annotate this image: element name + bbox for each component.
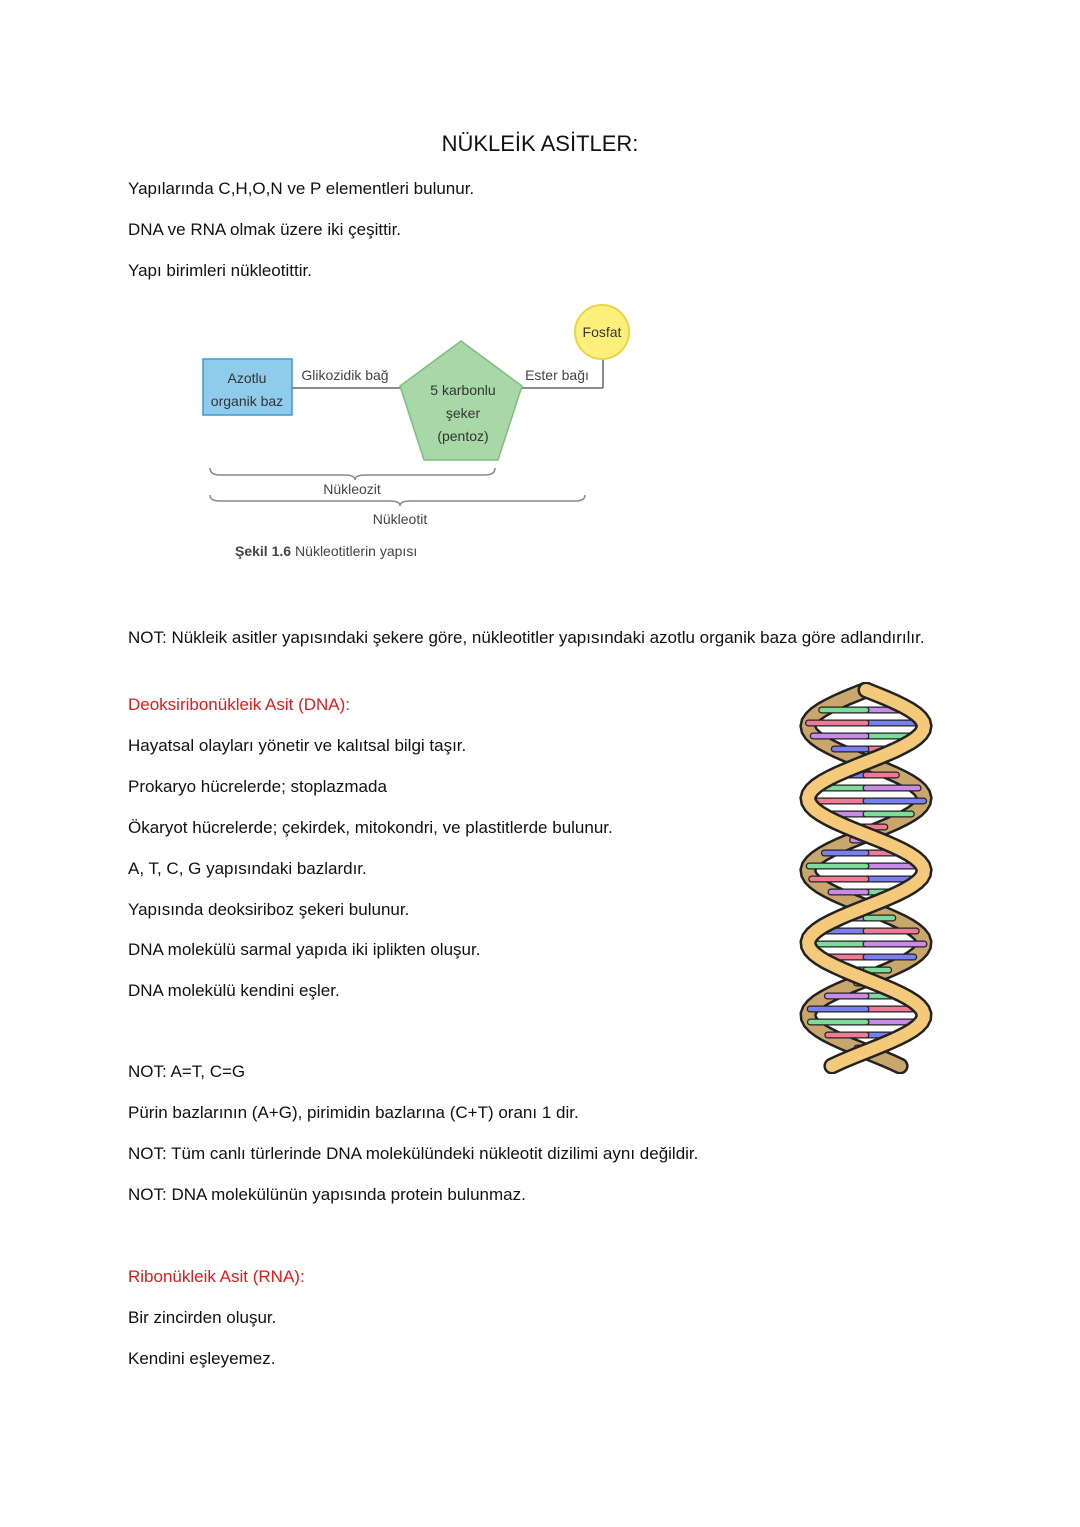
nucleotide-structure-figure: Azotlu organik baz Glikozidik bağ 5 karb… [202, 304, 630, 559]
dna-line: A, T, C, G yapısındaki bazlardır. [128, 859, 367, 878]
dna-line: Yapısında deoksiriboz şekeri bulunur. [128, 900, 410, 919]
dna-heading: Deoksiribonükleik Asit (DNA): [128, 695, 351, 714]
sugar-label: şeker [446, 405, 481, 421]
glycosidic-bond-label: Glikozidik bağ [301, 367, 388, 383]
dna-line: DNA molekülü sarmal yapıda iki iplikten … [128, 940, 481, 959]
dna-line: Hayatsal olayları yönetir ve kalıtsal bi… [128, 736, 467, 755]
base-label: Azotlu [228, 370, 267, 386]
pentose-pentagon [399, 340, 523, 461]
nucleoside-label: Nükleozit [323, 481, 381, 497]
nucleotide-label: Nükleotit [373, 511, 428, 527]
dna-line: Prokaryo hücrelerde; stoplazmada [128, 777, 387, 796]
base-label: organik baz [211, 393, 283, 409]
caption-text: Nükleotitlerin yapısı [295, 543, 417, 559]
dna-line: DNA molekülü kendini eşler. [128, 981, 340, 1000]
caption-bold: Şekil 1.6 [235, 543, 291, 559]
intro-line: Yapı birimleri nükleotittir. [128, 261, 312, 280]
front-strand [801, 684, 931, 1072]
naming-note: NOT: Nükleik asitler yapısındaki şekere … [128, 628, 925, 647]
dna-note: Pürin bazlarının (A+G), pirimidin bazlar… [128, 1103, 579, 1122]
dna-line: Ökaryot hücrelerde; çekirdek, mitokondri… [128, 818, 613, 837]
intro-line: Yapılarında C,H,O,N ve P elementleri bul… [128, 179, 475, 198]
rna-heading: Ribonükleik Asit (RNA): [128, 1267, 305, 1286]
dna-helix-illustration [799, 682, 933, 1074]
phosphate-label: Fosfat [583, 324, 622, 340]
helix-front-strand [799, 682, 933, 1074]
page-title: NÜKLEİK ASİTLER: [441, 131, 639, 156]
sugar-label: 5 karbonlu [430, 382, 495, 398]
nitrogenous-base-box [202, 358, 293, 416]
sugar-label: (pentoz) [437, 428, 488, 444]
rna-line: Kendini eşleyemez. [128, 1349, 276, 1368]
intro-line: DNA ve RNA olmak üzere iki çeşittir. [128, 220, 402, 239]
phosphate-circle [574, 304, 630, 360]
dna-note: NOT: DNA molekülünün yapısında protein b… [128, 1185, 526, 1204]
nucleoside-brace [209, 467, 496, 481]
rna-line: Bir zincirden oluşur. [128, 1308, 277, 1327]
ester-bond-label: Ester bağı [525, 367, 589, 383]
dna-note: NOT: Tüm canlı türlerinde DNA molekülünd… [128, 1144, 699, 1163]
dna-note: NOT: A=T, C=G [128, 1062, 246, 1081]
nucleotide-brace [209, 494, 586, 507]
